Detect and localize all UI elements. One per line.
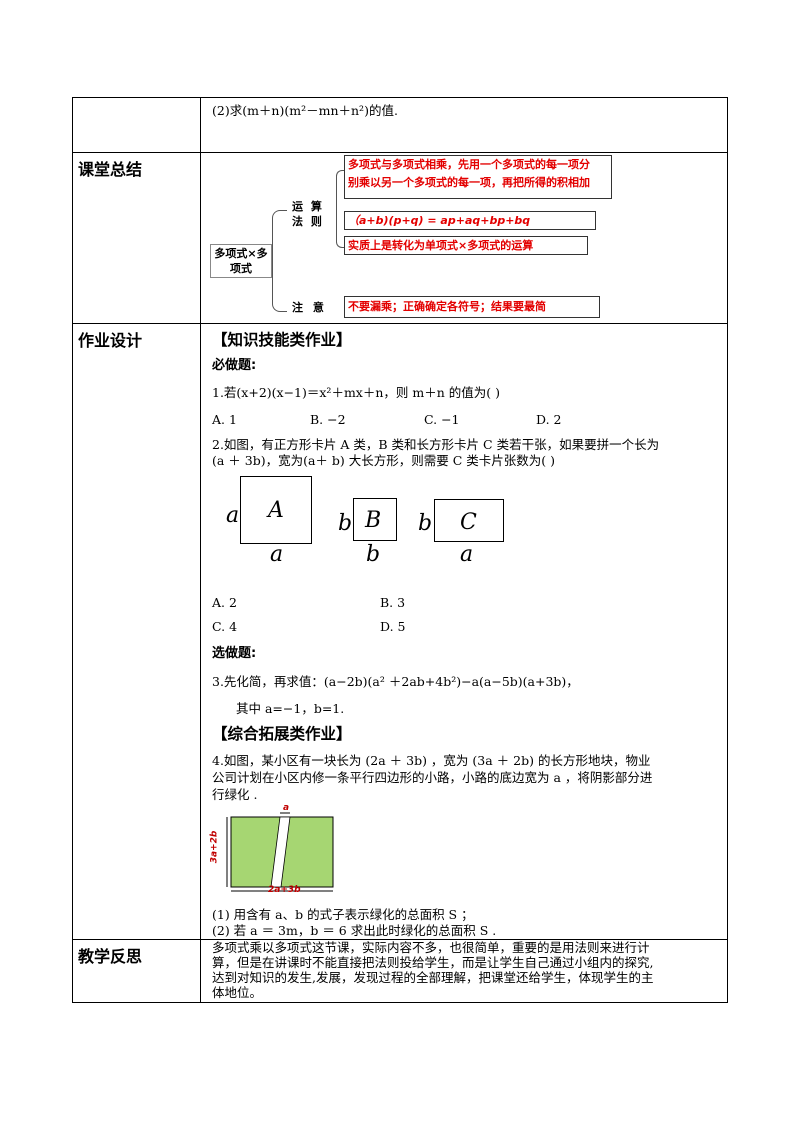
q1-option: C. −1	[424, 412, 460, 427]
homework-label: 作业设计	[78, 331, 143, 350]
question-4-line1: 4.如图，某小区有一块长为 (2a ＋ 3b) ，宽为 (3a ＋ 2b) 的长…	[212, 753, 651, 768]
column-divider	[200, 939, 201, 1003]
card-b-side-label: b	[338, 511, 353, 536]
card-c	[434, 499, 504, 542]
row-prev-question	[72, 97, 728, 153]
question-2-line1: 2.如图，有正方形卡片 A 类，B 类和长方形卡片 C 类若干张，如果要拼一个长…	[212, 437, 660, 452]
card-b	[353, 498, 397, 541]
required-heading: 必做题:	[212, 358, 257, 373]
card-a-side-label: a	[226, 503, 240, 528]
note-label: 注 意	[292, 301, 327, 314]
card-b-bottom-label: b	[366, 542, 381, 567]
rule-brace	[336, 170, 345, 248]
section-heading-skills: 【知识技能类作业】	[212, 331, 352, 349]
note-box: 不要漏乘；正确确定各符号；结果要最简	[344, 296, 600, 318]
question-2-line2: (a ＋ 3b)，宽为(a＋ b) 大长方形，则需要 C 类卡片张数为( )	[212, 453, 556, 468]
section-heading-extension: 【综合拓展类作业】	[212, 725, 352, 743]
q1-option: A. 1	[212, 412, 237, 427]
card-a-letter: A	[268, 498, 284, 523]
reflection-line4: 体地位。	[212, 985, 263, 1000]
essence-box: 实质上是转化为单项式×多项式的运算	[344, 236, 588, 255]
root-node: 多项式×多项式	[210, 244, 272, 278]
path-strip	[270, 816, 291, 888]
column-divider	[200, 97, 201, 153]
card-c-letter: C	[460, 510, 477, 535]
question-4-line3: 行绿化 .	[212, 787, 258, 802]
optional-heading: 选做题:	[212, 646, 257, 661]
question-4-line2: 公司计划在小区内修一条平行四边形的小路，小路的底边宽为 a ，将阴影部分进	[212, 770, 653, 785]
field-top-label: a	[283, 803, 290, 813]
q2-option: C. 4	[212, 619, 238, 634]
prev-question-text: (2)求(m＋n)(m²－mn＋n²)的值.	[212, 103, 398, 118]
card-c-side-label: b	[418, 511, 433, 536]
reflection-line2: 算，但是在讲课时不能直接把法则投给学生，而是让学生自己通过小组内的探究,	[212, 955, 654, 970]
row-reflection	[72, 939, 728, 1003]
reflection-line1: 多项式乘以多项式这节课，实际内容不多，也很简单，重要的是用法则来进行计	[212, 940, 650, 955]
column-divider	[200, 323, 201, 940]
field-bottom-label: 2a+3b	[268, 885, 301, 895]
reflection-label: 教学反思	[78, 947, 143, 966]
rule-statement: 多项式与多项式相乘，先用一个多项式的每一项分 别乘以另一个多项式的每一项，再把所…	[344, 155, 612, 199]
q2-option: D. 5	[380, 619, 406, 634]
summary-label: 课堂总结	[78, 160, 143, 179]
card-a-bottom-label: a	[270, 542, 284, 567]
field-drawing	[226, 812, 334, 892]
question-3-line2: 其中 a=−1，b=1.	[236, 701, 345, 716]
root-brace	[272, 210, 287, 312]
field-side-label: 3a+2b	[209, 830, 220, 864]
question-4-part2: (2) 若 a ＝ 3m，b ＝ 6 求出此时绿化的总面积 S .	[212, 923, 497, 938]
q2-option: A. 2	[212, 595, 237, 610]
reflection-line3: 达到对知识的发生,发展，发现过程的全部理解，把课堂还给学生，体现学生的主	[212, 970, 654, 985]
q1-option: D. 2	[536, 412, 562, 427]
question-3-line1: 3.先化简，再求值：(a−2b)(a² ＋2ab+4b²)−a(a−5b)(a+…	[212, 674, 579, 689]
card-c-bottom-label: a	[460, 542, 474, 567]
question-4-part1: (1) 用含有 a、b 的式子表示绿化的总面积 S ；	[212, 907, 474, 922]
q1-option: B. −2	[310, 412, 346, 427]
column-divider	[200, 152, 201, 324]
card-a	[240, 476, 312, 544]
question-1: 1.若(x+2)(x−1)＝x²＋mx＋n，则 m＋n 的值为( )	[212, 385, 500, 400]
formula-box: （a+b)(p+q) = ap+aq+bp+bq	[344, 211, 596, 230]
card-b-letter: B	[365, 508, 382, 533]
q2-option: B. 3	[380, 595, 406, 610]
rule-label: 运 算 法 则	[292, 200, 324, 228]
